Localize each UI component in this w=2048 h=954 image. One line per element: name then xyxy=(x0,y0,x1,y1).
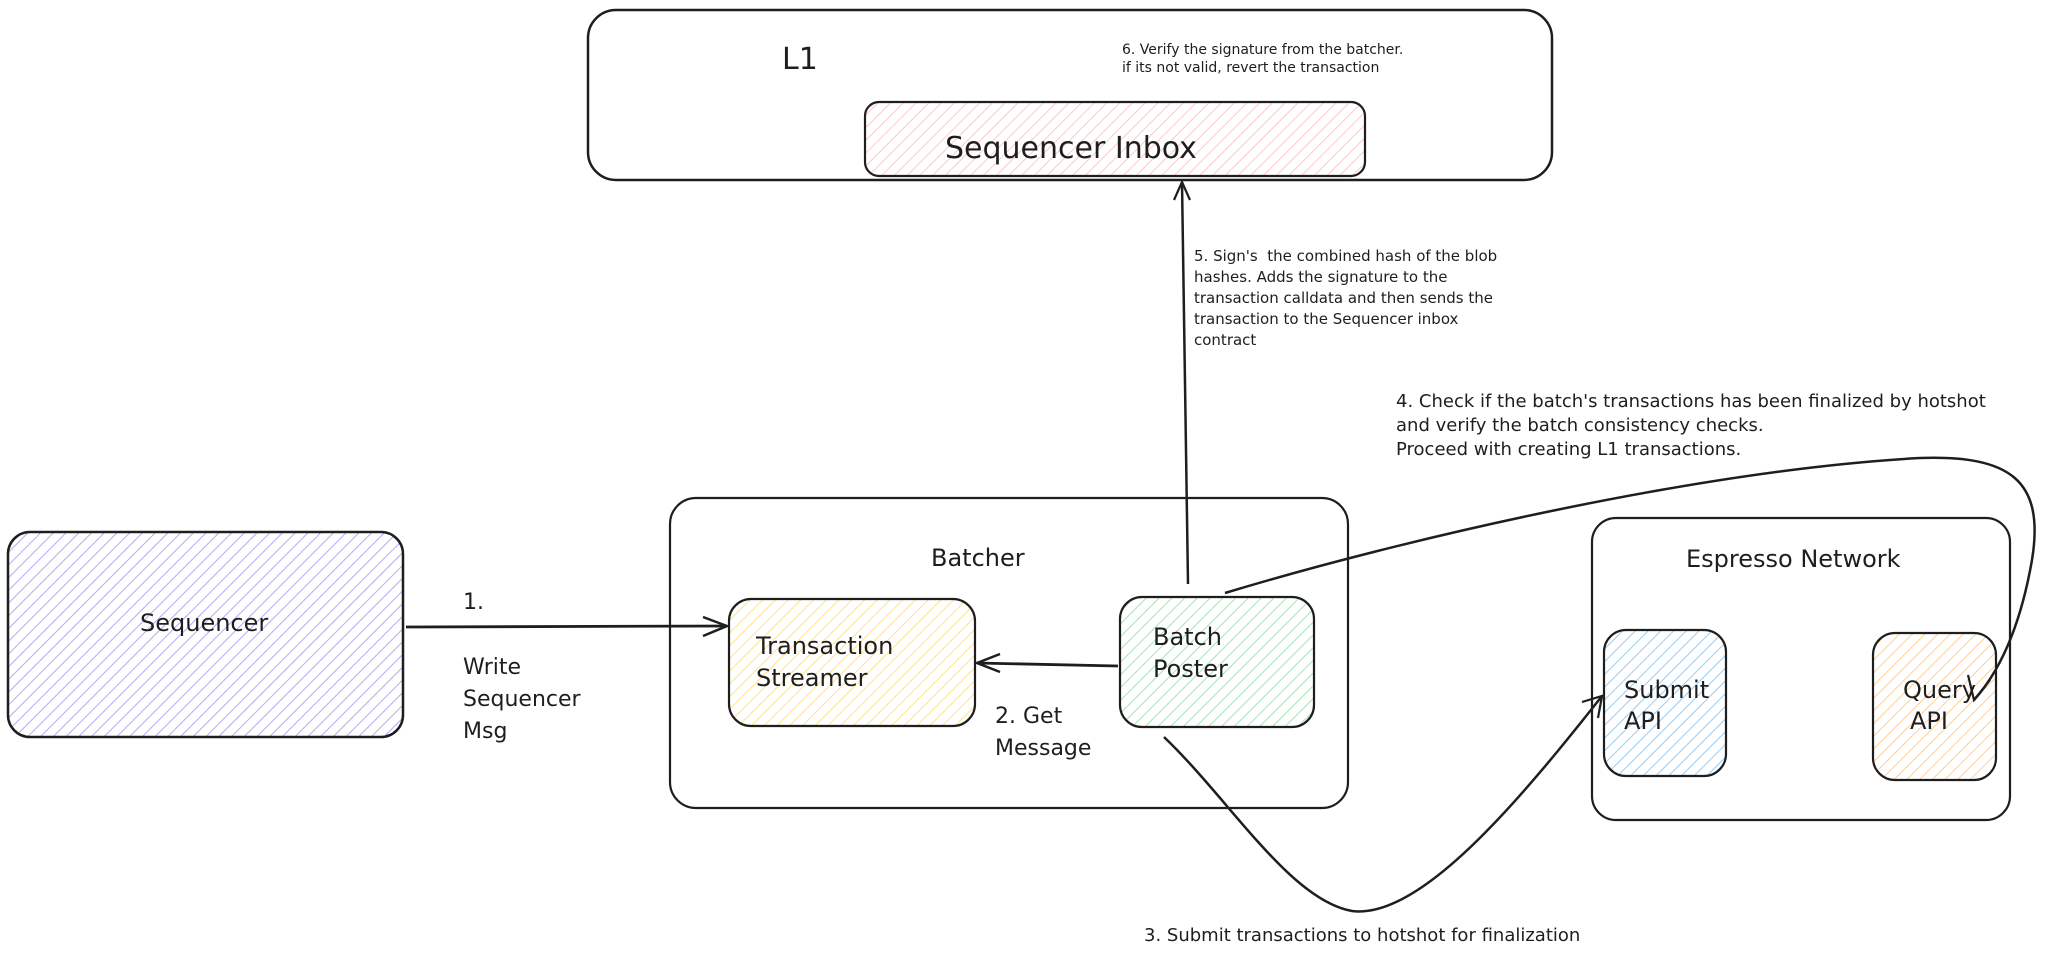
arrow-step4[interactable] xyxy=(1224,456,2036,703)
espresso-network-container[interactable] xyxy=(1590,516,2012,822)
step5-note-line2: hashes. Adds the signature to the xyxy=(1194,268,1448,286)
step6-note-line1: 6. Verify the signature from the batcher… xyxy=(1122,42,1404,58)
arrowhead-icon xyxy=(1966,674,1991,703)
arrowhead-icon xyxy=(1172,179,1192,201)
step1-label-line2: Sequencer xyxy=(463,687,581,712)
batch-poster-node[interactable] xyxy=(1118,595,1316,729)
step6-note-line2: if its not valid, revert the transaction xyxy=(1122,60,1380,76)
step5-note-line3: transaction calldata and then sends the xyxy=(1194,289,1493,307)
step4-note-line1: 4. Check if the batch's transactions has… xyxy=(1396,391,1986,412)
l1-label: L1 xyxy=(782,42,818,77)
query-api-label-line1: Query xyxy=(1903,676,1976,704)
l1-container[interactable] xyxy=(586,8,1554,182)
sequencer-inbox-node[interactable] xyxy=(863,100,1367,178)
batcher-label: Batcher xyxy=(931,544,1025,572)
query-api-label-line2: API xyxy=(1910,707,1948,735)
batch-poster-label-line1: Batch xyxy=(1153,623,1222,651)
batch-poster-label-line2: Poster xyxy=(1153,655,1228,683)
arrow-step5[interactable] xyxy=(1172,179,1192,585)
arrowhead-icon xyxy=(1581,694,1604,719)
step4-note-line2: and verify the batch consistency checks. xyxy=(1396,415,1764,436)
submit-api-node[interactable] xyxy=(1602,628,1728,778)
arrow-step1[interactable] xyxy=(405,615,731,638)
espresso-network-label: Espresso Network xyxy=(1686,545,1901,573)
sequencer-label: Sequencer xyxy=(140,609,269,637)
step1-label-line1: Write xyxy=(463,655,522,680)
transaction-streamer-node[interactable] xyxy=(727,597,977,728)
step2-label-line2: Message xyxy=(995,736,1092,761)
step5-note-line4: transaction to the Sequencer inbox xyxy=(1194,310,1459,328)
step3-note: 3. Submit transactions to hotshot for fi… xyxy=(1144,925,1581,946)
submit-api-label-line2: API xyxy=(1624,707,1662,735)
transaction-streamer-label-line2: Streamer xyxy=(756,664,868,692)
step5-note-line5: contract xyxy=(1194,331,1257,349)
step1-label-line3: Msg xyxy=(463,719,508,744)
step2-label-line1: 2. Get xyxy=(995,704,1063,729)
submit-api-label-line1: Submit xyxy=(1624,676,1710,704)
arrowhead-icon xyxy=(973,652,1001,674)
step1-number: 1. xyxy=(463,590,484,615)
sequencer-inbox-label: Sequencer Inbox xyxy=(945,131,1197,166)
arrowhead-icon xyxy=(702,615,731,638)
arrow-step3[interactable] xyxy=(1163,694,1604,913)
step4-note-line3: Proceed with creating L1 transactions. xyxy=(1396,439,1742,460)
batcher-container[interactable] xyxy=(668,496,1350,810)
step5-note-line1: 5. Sign's the combined hash of the blob xyxy=(1194,247,1498,265)
query-api-node[interactable] xyxy=(1871,631,1998,782)
transaction-streamer-label-line1: Transaction xyxy=(756,632,894,660)
arrow-step2[interactable] xyxy=(973,652,1119,674)
sequencer-node[interactable] xyxy=(6,530,405,739)
